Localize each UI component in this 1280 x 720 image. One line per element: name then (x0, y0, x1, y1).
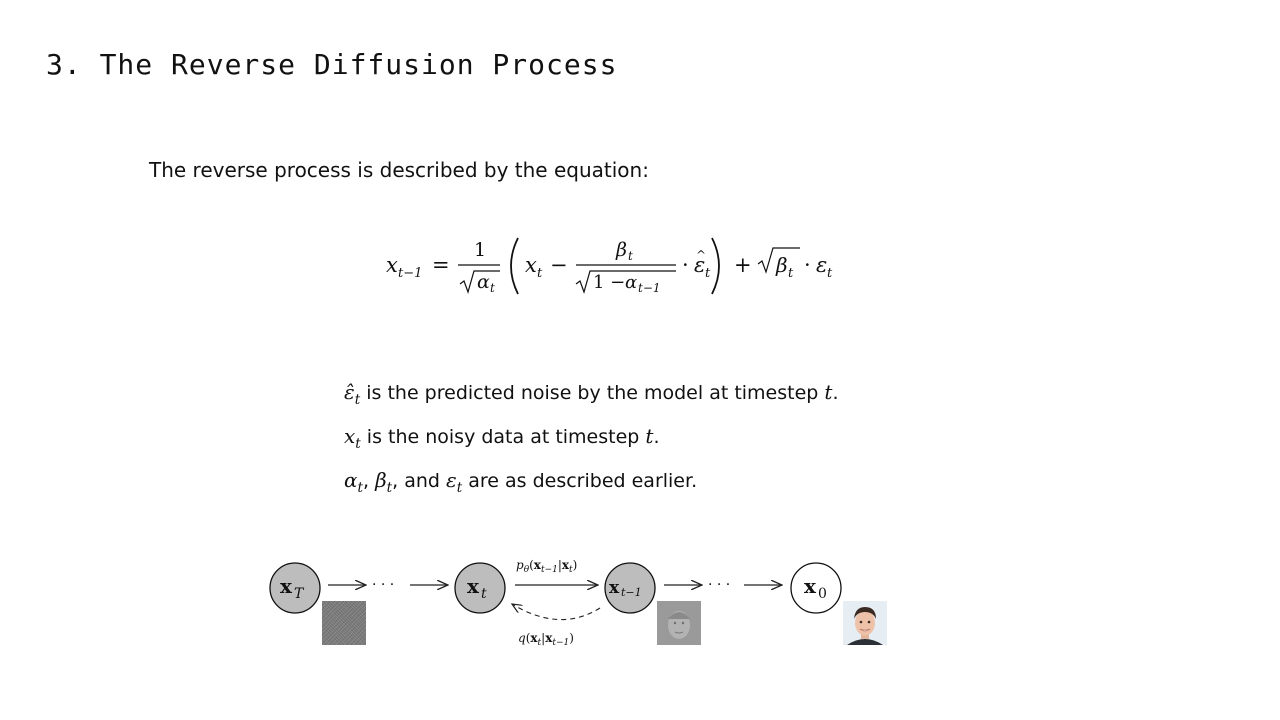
svg-text:1: 1 (474, 239, 486, 261)
slide-title: 3. The Reverse Diffusion Process (46, 48, 618, 81)
definition-coefficients: αt, βt, and εt are as described earlier. (344, 468, 698, 496)
svg-text:α: α (625, 272, 637, 293)
definition-text: is the predicted noise by the model at t… (360, 382, 825, 404)
noise-image-thumbnail (322, 601, 366, 645)
node-x-T-label: x (280, 574, 293, 598)
svg-text:x: x (386, 253, 398, 277)
svg-text:−: − (550, 253, 568, 277)
node-x-T-sub: T (294, 586, 305, 602)
definition-text: are as described earlier. (462, 470, 698, 492)
svg-text:ε: ε (816, 253, 827, 277)
svg-text:ε: ε (694, 253, 705, 277)
node-x-T (269, 562, 321, 614)
node-x-0-label: x (804, 574, 817, 598)
svg-text:x: x (525, 253, 537, 277)
ellipsis-right: · · · (708, 577, 730, 593)
symbol-alpha-t: αt (344, 468, 363, 496)
svg-text:β: β (775, 253, 788, 277)
svg-text:t: t (788, 266, 794, 281)
symbol-epsilon-t: εt (445, 468, 463, 496)
node-x-0 (790, 562, 842, 614)
node-x-t-minus-1-sub: t−1 (621, 586, 642, 599)
svg-text:t: t (490, 281, 495, 295)
symbol-t: t (824, 380, 833, 404)
svg-text:α: α (477, 271, 490, 293)
intro-text: The reverse process is described by the … (149, 158, 649, 182)
symbol-x-t: xt (344, 424, 361, 452)
node-x-t-sub: t (481, 586, 487, 602)
svg-text:·: · (804, 253, 811, 277)
clean-face-image-thumbnail (843, 601, 887, 645)
svg-text:t: t (537, 266, 543, 281)
svg-text:β: β (615, 239, 627, 261)
node-x-t-label: x (467, 574, 480, 598)
reverse-process-equation: x t−1 = 1 α t x t − β t 1 − α t−1 · ε ^ … (386, 237, 833, 295)
symbol-epsilon-hat-t: ε̂t (344, 380, 361, 408)
reverse-transition-label: pθ(xt−1|xt) (516, 558, 577, 575)
svg-text:t: t (628, 249, 633, 263)
node-x-t (454, 562, 506, 614)
symbol-beta-t: βt (375, 468, 393, 496)
separator-text: , and (392, 470, 446, 492)
svg-text:t: t (827, 266, 833, 281)
forward-transition-label: q(xt|xt−1) (518, 631, 574, 648)
node-x-0-sub: 0 (818, 586, 827, 602)
diffusion-chain-diagram: x T · · · x t pθ(xt−1|xt) q(xt|xt−1) x t… (269, 558, 842, 648)
svg-text:t: t (705, 266, 711, 281)
svg-text:·: · (682, 253, 689, 277)
svg-text:t−1: t−1 (638, 281, 661, 295)
svg-text:t−1: t−1 (398, 266, 422, 281)
node-x-t-minus-1-label: x (609, 578, 620, 598)
svg-text:=: = (432, 253, 450, 277)
svg-text:+: + (734, 253, 752, 277)
node-x-t-minus-1 (604, 562, 656, 614)
symbol-t: t (645, 424, 654, 448)
definition-text: is the noisy data at timestep (360, 426, 646, 448)
separator-text: , (362, 470, 376, 492)
definition-noisy-data: xt is the noisy data at timestep t. (344, 424, 660, 452)
forward-dashed-arrow (512, 604, 601, 621)
svg-text:^: ^ (696, 248, 706, 262)
svg-text:1 −: 1 − (593, 272, 625, 293)
definition-predicted-noise: ε̂t is the predicted noise by the model … (344, 380, 839, 408)
ellipsis-left: · · · (372, 577, 394, 593)
partially-denoised-image-thumbnail (657, 601, 701, 645)
